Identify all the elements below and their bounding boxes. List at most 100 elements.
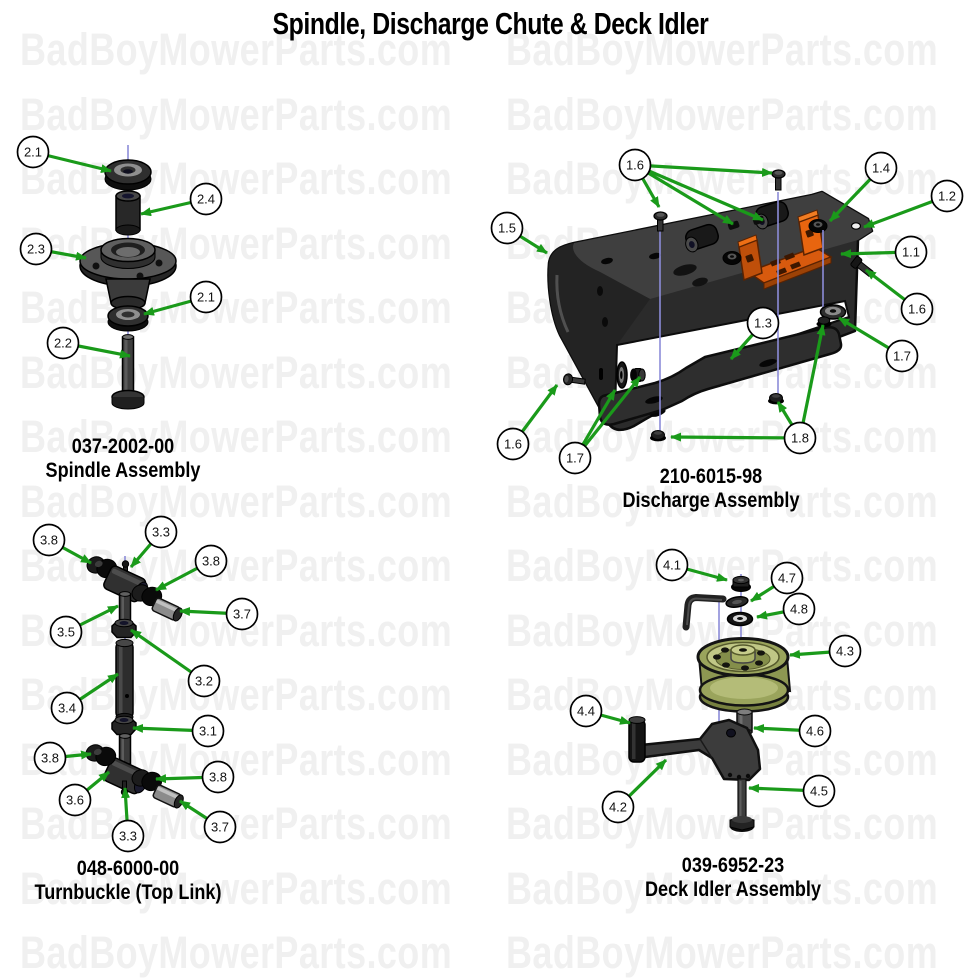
callout-label: 1.7 xyxy=(893,349,911,364)
washer-right xyxy=(819,304,847,320)
turnbuckle-assembly-label: 048-6000-00 Turnbuckle (Top Link) xyxy=(0,857,274,905)
watermark-text: BadBoyMowerParts.com xyxy=(20,346,453,398)
callout-bubble-4.2 xyxy=(601,790,635,824)
turnbuckle-stud-top xyxy=(118,591,132,625)
idler-bushing xyxy=(628,716,646,763)
page-title: Spindle, Discharge Chute & Deck Idler xyxy=(0,6,980,42)
callout-bubble-3.8 xyxy=(194,544,228,578)
watermark-text: BadBoyMowerParts.com xyxy=(20,669,453,720)
callout-label: 3.5 xyxy=(57,625,75,640)
callout-bubble-3.7 xyxy=(203,810,237,844)
washer-lower-left xyxy=(616,361,628,389)
callout-label: 1.7 xyxy=(566,451,584,466)
callout-bubble-1.6 xyxy=(900,292,934,326)
spindle-bearing-bottom xyxy=(107,305,149,332)
callout-label: 2.3 xyxy=(27,242,45,257)
callout-bubble-3.3 xyxy=(144,515,178,549)
turnbuckle-stud-bottom xyxy=(118,733,132,765)
deck-idler-part-number: 039-6952-23 xyxy=(681,854,785,877)
callout-label: 1.6 xyxy=(504,437,522,452)
callout-label: 3.6 xyxy=(66,793,84,808)
deck-idler-assembly-name: Deck Idler Assembly xyxy=(644,878,822,901)
watermark-text: BadBoyMowerParts.com xyxy=(506,88,939,140)
spindle-bearing-top xyxy=(104,159,152,191)
callout-bubble-3.2 xyxy=(187,664,221,698)
watermark-text: BadBoyMowerParts.com xyxy=(20,475,453,527)
turnbuckle-assembly-name: Turnbuckle (Top Link) xyxy=(34,881,222,904)
discharge-grommet-right xyxy=(808,219,828,233)
idler-flange-nut xyxy=(731,575,751,592)
callout-label: 2.1 xyxy=(197,290,215,305)
watermark-text: BadBoyMowerParts.com xyxy=(20,153,453,204)
callout-bubble-1.5 xyxy=(490,211,524,245)
watermark-text: BadBoyMowerParts.com xyxy=(506,798,939,849)
watermark-text: BadBoyMowerParts.com xyxy=(506,927,939,978)
discharge-assembly-label: 210-6015-98 Discharge Assembly xyxy=(565,465,857,513)
callout-bubble-4.4 xyxy=(569,694,603,728)
watermark-text: BadBoyMowerParts.com xyxy=(506,24,939,75)
callout-bubble-2.4 xyxy=(189,182,223,216)
watermark-text: BadBoyMowerParts.com xyxy=(20,411,453,462)
callout-bubble-3.8 xyxy=(32,523,66,557)
watermark-text: BadBoyMowerParts.com xyxy=(20,24,453,75)
callout-label: 4.6 xyxy=(806,724,824,739)
rod-keeper xyxy=(725,595,749,609)
callout-label: 1.6 xyxy=(626,158,644,173)
callout-label: 3.1 xyxy=(199,724,217,739)
watermark-text: BadBoyMowerParts.com xyxy=(506,475,939,527)
callout-bubble-1.1 xyxy=(894,235,928,269)
carriage-screw-top-left xyxy=(653,211,668,232)
callout-bubble-1.4 xyxy=(864,151,898,185)
callout-bubble-1.7 xyxy=(558,441,592,475)
callout-label: 4.3 xyxy=(836,644,854,659)
callout-label: 4.7 xyxy=(778,571,796,586)
turnbuckle-part-number: 048-6000-00 xyxy=(76,857,180,880)
callout-arrow xyxy=(634,163,734,226)
callout-bubble-2.1 xyxy=(16,135,50,169)
callout-label: 1.1 xyxy=(902,245,920,260)
callout-label: 2.4 xyxy=(197,192,215,207)
callout-bubble-1.3 xyxy=(746,306,780,340)
idler-pulley xyxy=(696,637,792,713)
watermark-text: BadBoyMowerParts.com xyxy=(20,88,453,140)
spindle-assembly-label: 037-2002-00 Spindle Assembly xyxy=(0,435,269,483)
callout-bubble-1.8 xyxy=(783,421,817,455)
spindle-assembly-name: Spindle Assembly xyxy=(45,459,201,482)
callout-arrow xyxy=(670,432,801,442)
idler-spring-rod xyxy=(682,593,749,631)
callout-label: 1.5 xyxy=(498,221,516,236)
callout-arrow xyxy=(634,163,764,222)
callout-bubble-4.1 xyxy=(655,548,689,582)
callout-bubble-4.7 xyxy=(770,561,804,595)
callout-bubble-3.1 xyxy=(191,714,225,748)
callout-bubble-1.6 xyxy=(618,148,652,182)
callout-bubble-3.5 xyxy=(49,615,83,649)
discharge-hinge-lug-left xyxy=(685,223,719,253)
callout-bubble-3.8 xyxy=(201,760,235,794)
screw-lower-left xyxy=(563,373,586,386)
callout-label: 1.6 xyxy=(908,302,926,317)
watermark-text: BadBoyMowerParts.com xyxy=(20,862,453,914)
callout-label: 2.2 xyxy=(54,336,72,351)
callout-bubble-1.6 xyxy=(496,427,530,461)
callout-label: 3.7 xyxy=(211,820,229,835)
callout-label: 3.3 xyxy=(152,525,170,540)
callout-bubble-2.1 xyxy=(189,280,223,314)
callout-label: 2.1 xyxy=(24,145,42,160)
callout-label: 3.2 xyxy=(195,674,213,689)
callout-label: 4.1 xyxy=(663,558,681,573)
callout-label: 3.8 xyxy=(41,751,59,766)
callout-label: 4.8 xyxy=(790,602,808,617)
idler-bolt xyxy=(729,778,755,832)
callout-bubble-4.5 xyxy=(802,774,836,808)
callout-arrow xyxy=(798,324,826,439)
callout-bubble-1.7 xyxy=(885,339,919,373)
page-title-text: Spindle, Discharge Chute & Deck Idler xyxy=(272,6,708,41)
callout-label: 1.8 xyxy=(791,431,809,446)
callout-label: 4.5 xyxy=(810,784,828,799)
turnbuckle-jam-nut-lower xyxy=(111,715,137,736)
callout-label: 4.2 xyxy=(609,800,627,815)
callout-label: 1.4 xyxy=(872,161,890,176)
callout-bubble-4.3 xyxy=(828,634,862,668)
